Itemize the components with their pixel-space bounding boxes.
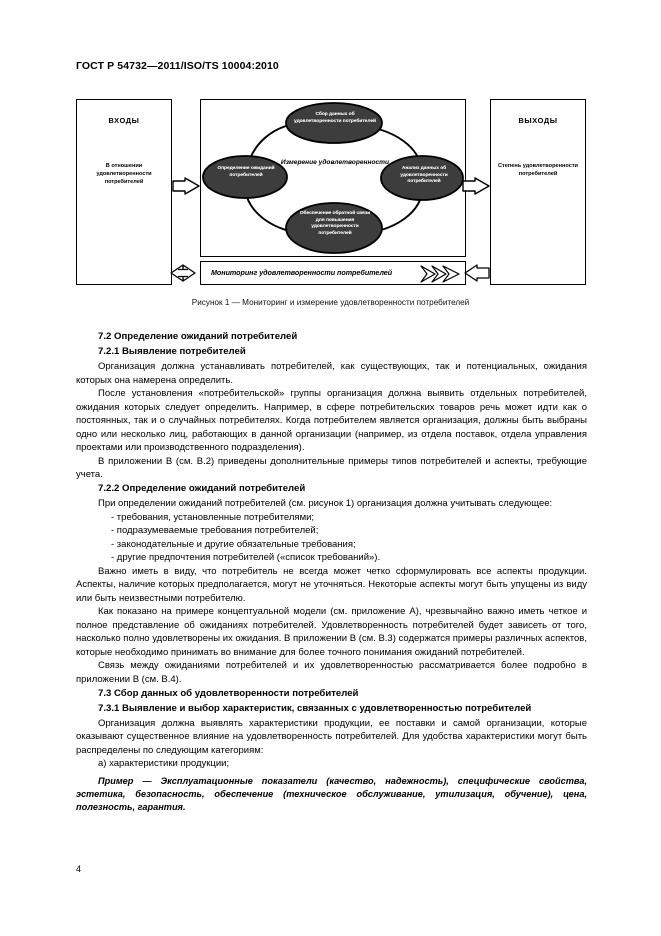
input-arrow-icon — [172, 177, 200, 195]
paragraph-6: Как показано на примере концептуальной м… — [76, 606, 587, 658]
heading-7-2-1: 7.2.1 Выявление потребителей — [98, 346, 246, 358]
cycle-center-caption: Измерение удовлетворенности — [280, 159, 390, 166]
inputs-title: ВХОДЫ — [108, 116, 140, 125]
outputs-title: ВЫХОДЫ — [518, 116, 558, 125]
monitoring-banner: Мониторинг удовлетворенности потребителе… — [200, 261, 466, 285]
heading-7-2-2: 7.2.2 Определение ожиданий потребителей — [98, 483, 306, 494]
heading-7-2: 7.2 Определение ожиданий потребителей — [98, 331, 298, 342]
paragraph-3: В приложении В (см. В.2) приведены допол… — [76, 455, 587, 481]
list-item: - другие предпочтения потребителей («спи… — [111, 552, 381, 564]
paragraph-1: Организация должна устанавливать потреби… — [76, 361, 587, 386]
list-item: а) характеристики продукции; — [98, 758, 230, 770]
list-item: - подразумеваемые требования потребителе… — [111, 525, 319, 537]
outputs-subtitle: Степень удовлетворенности потребителей — [497, 163, 578, 178]
node-label-expectations: Определение ожиданий потребителей — [217, 166, 275, 178]
figure-1: ВХОДЫ В отношении удовлетворенности потр… — [76, 99, 586, 285]
measurement-cycle-panel: Сбор данных об удовлетворенности потреби… — [200, 99, 466, 257]
body-text: 7.2 Определение ожиданий потребителей 7.… — [76, 330, 587, 814]
figure-caption: Рисунок 1 — Мониторинг и измерение удовл… — [191, 298, 470, 307]
paragraph-7: Связь между ожиданиями потребителей и их… — [76, 660, 587, 686]
banner-label: Мониторинг удовлетворенности потребителе… — [211, 268, 393, 277]
inputs-box: ВХОДЫ В отношении удовлетворенности потр… — [76, 99, 172, 285]
output-arrow-icon — [462, 177, 490, 195]
heading-7-3-1: 7.3.1 Выявление и выбор характеристик, с… — [98, 702, 532, 714]
example-note: Пример — Эксплуатационные показатели (ка… — [76, 775, 587, 813]
cycle-diagram — [202, 102, 464, 254]
banner-chevron-icon — [420, 265, 460, 283]
banner-left-double-arrow-icon — [170, 264, 196, 282]
outputs-box: ВЫХОДЫ Степень удовлетворенности потреби… — [490, 99, 586, 285]
heading-7-3: 7.3 Сбор данных об удовлетворенности пот… — [98, 687, 359, 699]
node-label-analyze: Анализ данных об удовлетворенности потре… — [400, 166, 448, 185]
banner-right-arrow-icon — [464, 264, 490, 282]
node-label-collect: Сбор данных об удовлетворенности потреби… — [294, 112, 376, 124]
paragraph-2: После установления «потребительской» гру… — [76, 388, 587, 454]
list-item: - законодательные и другие обязательные … — [111, 538, 356, 550]
document-header: ГОСТ Р 54732—2011/ISO/TS 10004:2010 — [76, 60, 279, 72]
paragraph-4: При определении ожиданий потребителей (с… — [98, 498, 553, 510]
inputs-subtitle: В отношении удовлетворенности потребител… — [96, 163, 152, 186]
page-number: 4 — [76, 864, 82, 874]
paragraph-8: Организация должна выявлять характеристи… — [76, 717, 587, 756]
list-item: - требования, установленные потребителям… — [111, 511, 315, 523]
node-label-feedback: Обеспечение обратной связи для повышения… — [299, 211, 371, 236]
paragraph-5: Важно иметь в виду, что потребитель не в… — [76, 565, 587, 604]
